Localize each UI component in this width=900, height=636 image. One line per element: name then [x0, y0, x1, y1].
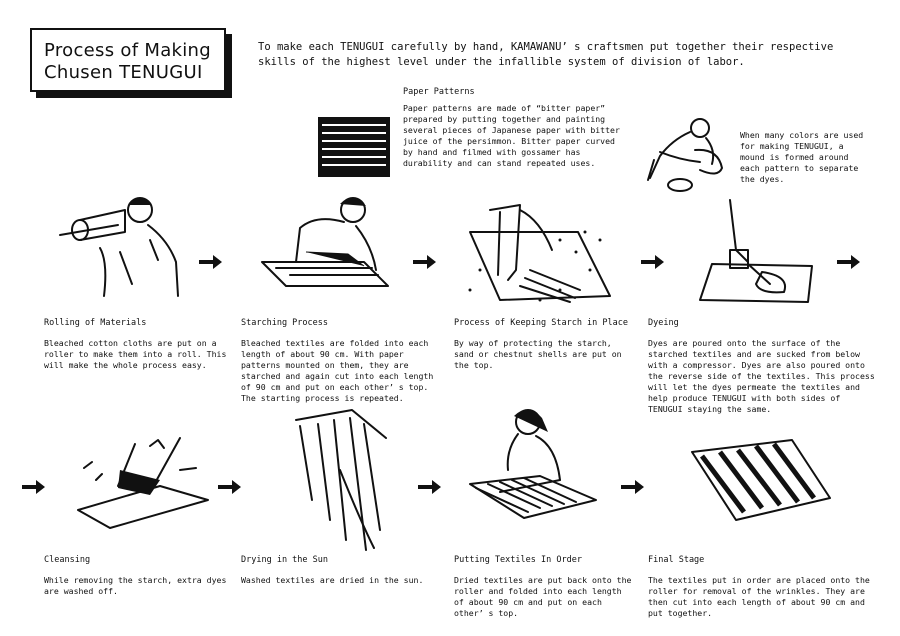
step-4-text: Dyes are poured onto the surface of the … [648, 338, 875, 414]
arrow-icon [199, 255, 222, 269]
keeping-starch-illustration [468, 204, 611, 303]
step-1-title: Rolling of Materials [44, 318, 147, 328]
flow-arrows [22, 255, 860, 494]
paper-patterns-text: Paper patterns are made of “bitter paper… [403, 103, 620, 168]
arrow-icon [621, 480, 644, 494]
arrow-icon [218, 480, 241, 494]
step-3-title: Process of Keeping Starch in Place [454, 318, 628, 328]
step-5-title: Cleansing [44, 555, 91, 565]
intro-text: To make each TENUGUI carefully by hand, … [258, 41, 834, 68]
title-line-2: Chusen TENUGUI [44, 62, 203, 83]
arrow-icon [837, 255, 860, 269]
step-6-text: Washed textiles are dried in the sun. [241, 575, 424, 585]
step-5-text: While removing the starch, extra dyes ar… [44, 575, 227, 596]
putting-in-order-illustration [469, 409, 597, 519]
final-stage-illustration [691, 439, 831, 521]
step-6-title: Drying in the Sun [241, 555, 328, 565]
step-3-text: By way of protecting the starch, sand or… [454, 338, 622, 370]
color-note: When many colors are used for making TEN… [740, 130, 864, 184]
starching-illustration [261, 197, 389, 287]
arrow-icon [22, 480, 45, 494]
step-4-title: Dyeing [648, 318, 679, 328]
step-2-title: Starching Process [241, 318, 328, 328]
step-7-text: Dried textiles are put back onto the rol… [454, 575, 632, 618]
dyeing-illustration [699, 199, 813, 303]
page-title: Process of Making Chusen TENUGUI [30, 28, 226, 92]
arrow-icon [641, 255, 664, 269]
step-8-text: The textiles put in order are placed ont… [648, 575, 870, 618]
mound-illustration [647, 118, 723, 192]
cleansing-illustration [77, 437, 209, 529]
rolling-illustration [59, 197, 179, 297]
step-1-text: Bleached cotton cloths are put on a roll… [44, 338, 227, 370]
arrow-icon [413, 255, 436, 269]
paper-patterns-title: Paper Patterns [403, 87, 475, 97]
drying-illustration [295, 409, 387, 551]
title-line-1: Process of Making [44, 40, 211, 61]
step-8-title: Final Stage [648, 555, 705, 565]
step-2-text: Bleached textiles are folded into each l… [241, 338, 434, 403]
paper-pattern-illustration [318, 117, 390, 177]
step-7-title: Putting Textiles In Order [454, 555, 582, 565]
arrow-icon [418, 480, 441, 494]
